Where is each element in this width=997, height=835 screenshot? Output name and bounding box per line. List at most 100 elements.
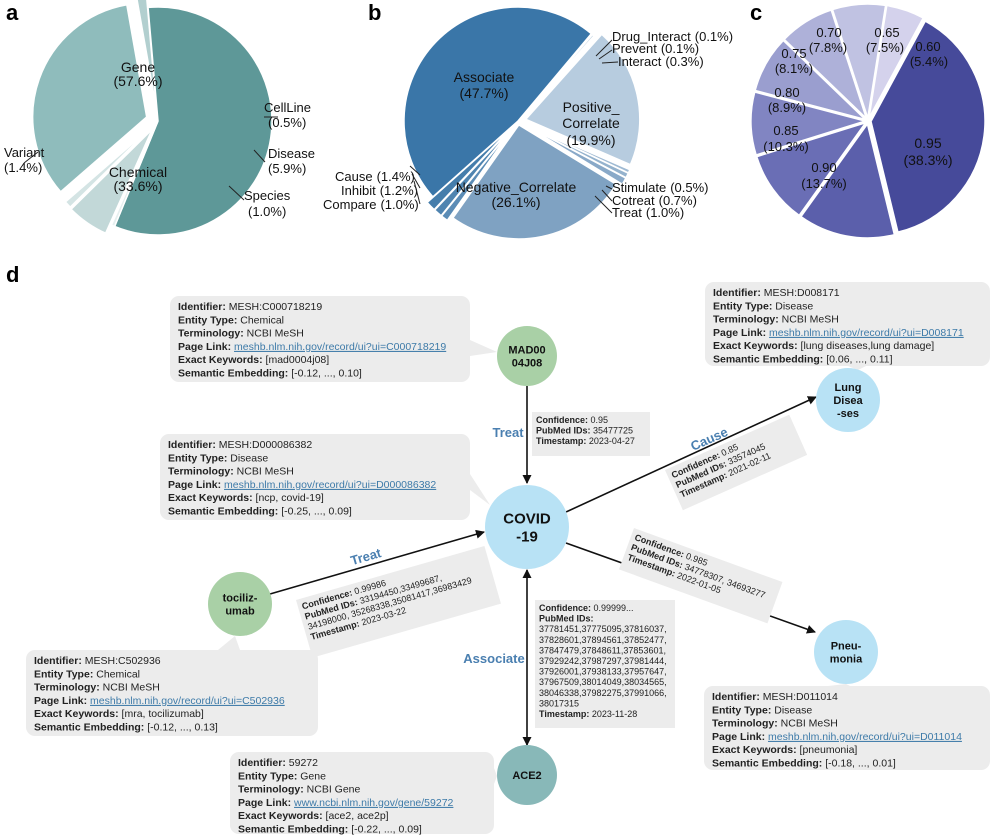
card-field-colon: :: [90, 668, 96, 680]
edge-info-colon: :: [583, 436, 589, 446]
card-field-name: Page Link: [238, 797, 288, 809]
node-circle: [208, 572, 272, 636]
card-field-colon: :: [234, 314, 240, 326]
pie-label-b: Cause(1.4%): [335, 169, 415, 184]
slice-percent: (8.1%): [775, 61, 813, 76]
card-field-name: Exact Keywords: [238, 810, 319, 822]
card-page-link[interactable]: meshb.nlm.nih.gov/record/ui?ui=D008171: [769, 327, 964, 339]
edge-relation-label: Treat: [349, 545, 384, 568]
slice-name: Prevent: [612, 41, 657, 56]
edge-info-row: 38046338,37982275,37991066,: [539, 688, 667, 698]
slice-percent: (57.6%): [113, 73, 162, 89]
pie-label-b: Prevent(0.1%): [612, 41, 699, 56]
edge-info-background: [532, 412, 650, 456]
card-field-colon: :: [240, 328, 246, 340]
card-page-link[interactable]: meshb.nlm.nih.gov/record/ui?ui=C00071821…: [234, 341, 446, 353]
card-row: Semantic Embedding: [-0.18, ..., 0.01]: [712, 758, 896, 770]
card-field-name: Identifier: [238, 757, 282, 769]
card-row: Terminology: NCBI Gene: [238, 784, 361, 796]
card-field-colon: :: [275, 506, 281, 518]
slice-percent: (47.7%): [459, 85, 508, 101]
card-field-colon: :: [288, 797, 294, 809]
card-row: Identifier: MESH:D000086382: [168, 439, 312, 451]
edge-info-row: Timestamp: 2023-04-27: [536, 436, 635, 446]
card-field-value: [-0.12, ..., 0.10]: [291, 368, 362, 380]
card-page-link[interactable]: www.ncbi.nlm.nih.gov/gene/59272: [293, 797, 454, 809]
pie-slice-a-variant: [136, 0, 158, 110]
card-row: Terminology: NCBI MeSH: [178, 328, 304, 340]
node-toci[interactable]: tociliz-umab: [208, 572, 272, 636]
card-page-link[interactable]: meshb.nlm.nih.gov/record/ui?ui=D011014: [768, 731, 962, 743]
edge-info-value: 2023-11-28: [592, 709, 637, 719]
edge-info-value: 37847479,37848611,37853601,: [539, 645, 666, 655]
edge-info-row: 37967509,38014049,38034565,: [539, 677, 667, 687]
card-field-name: Identifier: [178, 301, 222, 313]
card-field-colon: :: [224, 452, 230, 464]
card-field-value: Disease: [775, 300, 813, 312]
pie-slice-b-treat: [524, 124, 627, 186]
card-field-name: Entity Type: [712, 704, 768, 716]
pie-slice-c-0-70: [783, 9, 868, 119]
panel-label-a: a: [6, 0, 19, 25]
pie-slice-b-positive-correlate: [524, 33, 641, 166]
card-field-name: Entity Type: [713, 300, 769, 312]
node-circle: [497, 745, 557, 805]
card-field-colon: :: [96, 682, 102, 694]
slice-name: Inhibit: [341, 183, 376, 198]
card-row: Semantic Embedding: [-0.22, ..., 0.09]: [238, 824, 422, 835]
card-field-colon: :: [762, 731, 768, 743]
card-field-colon: :: [769, 300, 775, 312]
slice-percent: (38.3%): [903, 152, 952, 168]
pie-slice-b-associate: [403, 6, 593, 198]
card-row: Page Link: meshb.nlm.nih.gov/record/ui?u…: [168, 479, 436, 491]
node-covid[interactable]: COVID-19: [485, 485, 569, 569]
slice-percent: (7.5%): [866, 40, 904, 55]
card-page-link[interactable]: meshb.nlm.nih.gov/record/ui?ui=D00008638…: [224, 479, 436, 491]
pie-leader-line: [411, 173, 421, 189]
node-pneu[interactable]: Pneu-monia: [814, 620, 878, 684]
pie-label-b: Interact(0.3%): [618, 54, 704, 69]
card-field-value: Disease: [230, 452, 268, 464]
edge-info-colon: :: [585, 415, 591, 425]
node-label: tociliz-: [223, 592, 258, 604]
slice-percent: (5.4%): [910, 54, 948, 69]
card-field-name: Semantic Embedding: [238, 824, 345, 835]
edge-info-row: 37926001,37938133,37957647,: [539, 667, 667, 677]
pie-leader-line: [409, 165, 421, 176]
slice-percent: (26.1%): [491, 194, 540, 210]
card-row: Identifier: MESH:C000718219: [178, 301, 322, 313]
edge-info-colon: :: [586, 709, 592, 719]
card-row: Exact Keywords: [lung diseases,lung dama…: [713, 340, 934, 352]
edge-info-row: PubMed IDs: 35477725: [536, 426, 633, 436]
pie-leader-line: [601, 189, 613, 202]
pie-chart-c: 0.60(5.4%)0.95(38.3%)0.90(13.7%)0.85(10.…: [750, 3, 986, 239]
card-field-colon: :: [228, 341, 234, 353]
edge-info-row: 37847479,37848611,37853601,: [539, 645, 666, 655]
slice-percent: (33.6%): [113, 178, 162, 194]
slice-percent: (10.3%): [763, 139, 809, 154]
card-row: Identifier: MESH:C502936: [34, 655, 161, 667]
card-page-link[interactable]: meshb.nlm.nih.gov/record/ui?ui=C502936: [90, 695, 285, 707]
slice-percent: (1.0%): [646, 205, 684, 220]
pie-slice-a-gene: [113, 6, 273, 236]
slice-name: 0.70: [816, 25, 841, 40]
card-field-value: [-0.25, ..., 0.09]: [281, 506, 352, 518]
panel-label-b: b: [368, 0, 381, 25]
card-field-value: NCBI MeSH: [782, 314, 839, 326]
card-field-colon: :: [84, 695, 90, 707]
edge-info-background: [618, 528, 783, 624]
card-field-name: Semantic Embedding: [168, 506, 275, 518]
node-ace2[interactable]: ACE2: [497, 745, 557, 805]
card-field-value: NCBI MeSH: [781, 718, 838, 730]
pie-slice-c-0-95: [870, 20, 986, 234]
card-field-value: [-0.22, ..., 0.09]: [351, 824, 422, 835]
edge-info-colon: :: [588, 426, 594, 436]
slice-name: 0.80: [774, 85, 799, 100]
edge-info-key: Timestamp: [539, 709, 587, 719]
